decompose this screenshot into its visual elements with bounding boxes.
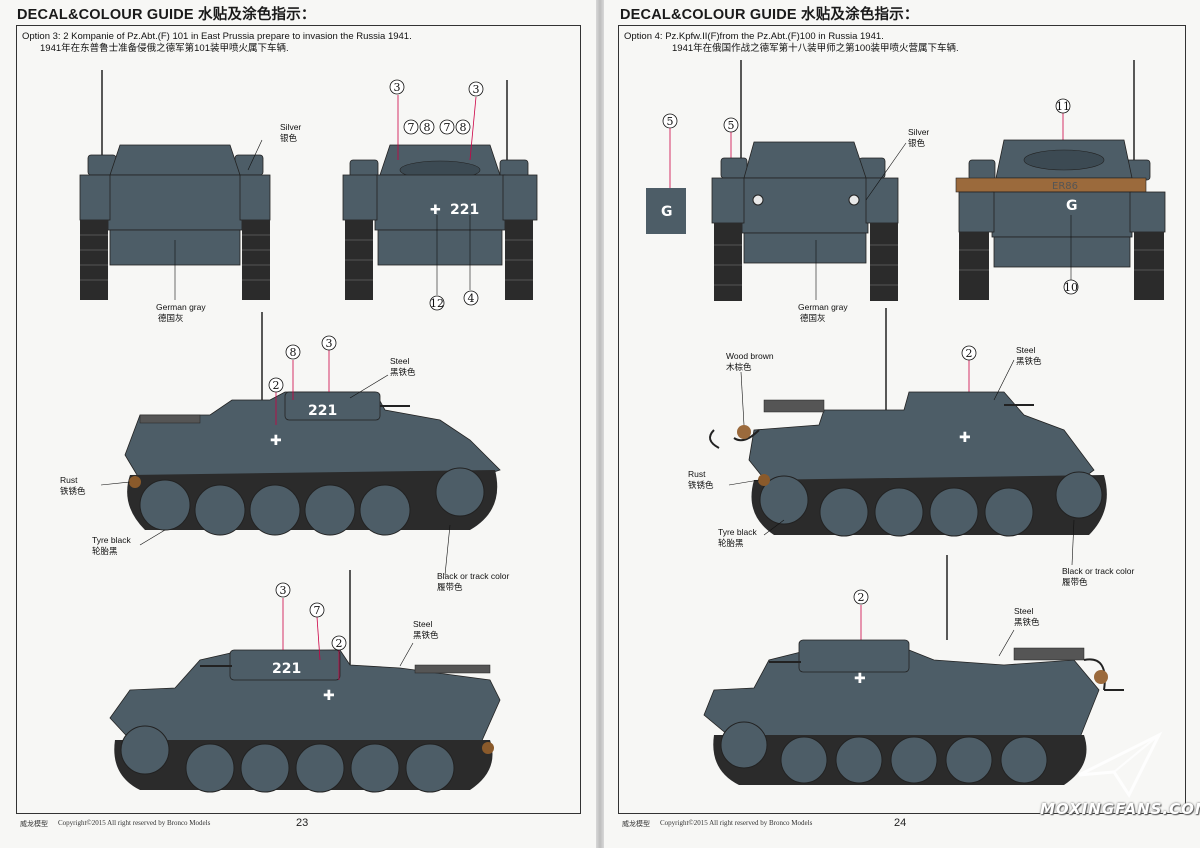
callout-8b: 8 — [460, 121, 467, 134]
callout-3a: 3 — [394, 81, 401, 94]
callout-3c: 3 — [326, 337, 333, 350]
label-tyre-black: Tyre black — [92, 535, 131, 545]
label-german-gray: German gray — [798, 302, 848, 312]
option-4-title-cn: 1941年在俄国作战之德军第十八装甲师之第100装甲喷火营属下车辆. — [672, 43, 959, 54]
front-view-tank — [711, 60, 907, 301]
label-german-gray-cn: 德国灰 — [158, 313, 184, 324]
label-track-color-cn: 履带色 — [437, 582, 463, 593]
callout-5b: 5 — [728, 119, 735, 132]
rear-plate-text: ER86 — [1052, 181, 1078, 192]
callout-7b: 7 — [444, 121, 451, 134]
label-rust-cn: 铁锈色 — [60, 486, 86, 497]
label-silver: Silver — [280, 122, 301, 132]
label-steel-cn: 黑铁色 — [390, 367, 416, 378]
side-left-hull-number: 221 — [272, 661, 301, 677]
footer-copyright: Copyright©2015 All right reserved by Bro… — [660, 819, 813, 827]
callout-8c: 8 — [290, 346, 297, 359]
label-steel-2-cn: 黑铁色 — [413, 630, 439, 641]
g-marking-decal: G — [646, 113, 686, 234]
label-rust-cn: 铁锈色 — [688, 480, 714, 491]
page-frame — [618, 25, 1186, 814]
label-track-color: Black or track color — [1062, 566, 1134, 576]
callout-10: 10 — [1064, 281, 1078, 294]
callout-2b: 2 — [336, 637, 343, 650]
svg-text:✚: ✚ — [430, 203, 441, 218]
decal-guide-heading: DECAL&COLOUR GUIDE 水贴及涂色指示： — [620, 7, 919, 23]
book-gutter — [596, 0, 604, 848]
label-steel-cn: 黑铁色 — [1016, 356, 1042, 367]
g-decal-letter: G — [661, 204, 673, 220]
callout-7c: 7 — [314, 604, 321, 617]
label-silver-cn: 银色 — [280, 133, 298, 144]
site-watermark: MOXINGFANS.COM — [1040, 800, 1200, 818]
decal-guide-heading: DECAL&COLOUR GUIDE 水贴及涂色指示： — [17, 7, 316, 23]
rear-hull-number: 221 — [450, 202, 479, 218]
label-wood-brown: Wood brown — [726, 351, 774, 361]
side-view-right-tank: ✚ — [709, 308, 1107, 566]
option-3-illustrations: Silver 银色 German gray 德国灰 ✚ 221 — [60, 70, 538, 793]
label-steel: Steel — [1016, 345, 1035, 355]
side-view-right-tank: 221 ✚ — [100, 312, 501, 576]
svg-text:✚: ✚ — [323, 688, 335, 704]
label-silver-cn: 银色 — [908, 138, 926, 149]
side-view-left-tank: 221 ✚ — [109, 570, 501, 793]
side-view-left-tank: ✚ — [703, 555, 1124, 785]
callout-4: 4 — [468, 292, 475, 305]
option-3-title: Option 3: 2 Kompanie of Pz.Abt.(F) 101 i… — [22, 31, 412, 42]
page-frame — [16, 25, 581, 814]
callout-8a: 8 — [424, 121, 431, 134]
option-4-title: Option 4: Pz.Kpfw.II(F)from the Pz.Abt.(… — [624, 31, 884, 42]
svg-text:✚: ✚ — [854, 671, 866, 687]
callout-2a: 2 — [273, 379, 280, 392]
option-3-title-cn: 1941年在东普鲁士准备侵俄之德军第101装甲喷火属下车辆. — [40, 43, 289, 54]
callout-12: 12 — [430, 297, 444, 310]
rear-g-marking: G — [1066, 198, 1078, 214]
callout-2b: 2 — [858, 591, 865, 604]
callout-3d: 3 — [280, 584, 287, 597]
svg-text:✚: ✚ — [959, 430, 971, 446]
svg-text:✚: ✚ — [270, 433, 282, 449]
page-23: DECAL&COLOUR GUIDE 水贴及涂色指示： Option 3: 2 … — [0, 0, 596, 848]
label-silver: Silver — [908, 127, 929, 137]
callout-5a: 5 — [667, 115, 674, 128]
label-steel-2-cn: 黑铁色 — [1014, 617, 1040, 628]
rear-view-tank: ✚ 221 — [342, 80, 538, 300]
label-tyre-black: Tyre black — [718, 527, 757, 537]
front-view-tank — [79, 70, 271, 300]
label-tyre-black-cn: 轮胎黑 — [718, 538, 744, 549]
label-rust: Rust — [688, 469, 706, 479]
label-wood-brown-cn: 木棕色 — [726, 362, 752, 373]
label-german-gray-cn: 德国灰 — [800, 313, 826, 324]
label-track-color: Black or track color — [437, 571, 509, 581]
label-steel-2: Steel — [1014, 606, 1033, 616]
label-rust: Rust — [60, 475, 78, 485]
rear-view-tank: ER86 G — [955, 60, 1166, 300]
footer-brand: 威龙模型 — [622, 820, 650, 828]
side-right-hull-number: 221 — [308, 403, 337, 419]
callout-2a: 2 — [966, 347, 973, 360]
callout-7a: 7 — [408, 121, 415, 134]
label-steel: Steel — [390, 356, 409, 366]
label-tyre-black-cn: 轮胎黑 — [92, 546, 118, 557]
callout-11: 11 — [1056, 100, 1070, 113]
page-number: 24 — [894, 817, 907, 829]
footer-copyright: Copyright©2015 All right reserved by Bro… — [58, 819, 211, 827]
paper-plane-logo-icon — [1078, 731, 1163, 799]
label-german-gray: German gray — [156, 302, 206, 312]
label-track-color-cn: 履带色 — [1062, 577, 1088, 588]
rear-view-callouts: 3 3 7 8 7 8 12 4 — [389, 79, 484, 311]
footer-brand: 威龙模型 — [20, 820, 48, 828]
label-steel-2: Steel — [413, 619, 432, 629]
callout-3b: 3 — [473, 83, 480, 96]
page-number: 23 — [296, 817, 309, 829]
option-4-illustrations: G 5 5 Silver 银色 German gray 德 — [646, 60, 1166, 785]
page-24: DECAL&COLOUR GUIDE 水贴及涂色指示： Option 4: Pz… — [604, 0, 1200, 848]
